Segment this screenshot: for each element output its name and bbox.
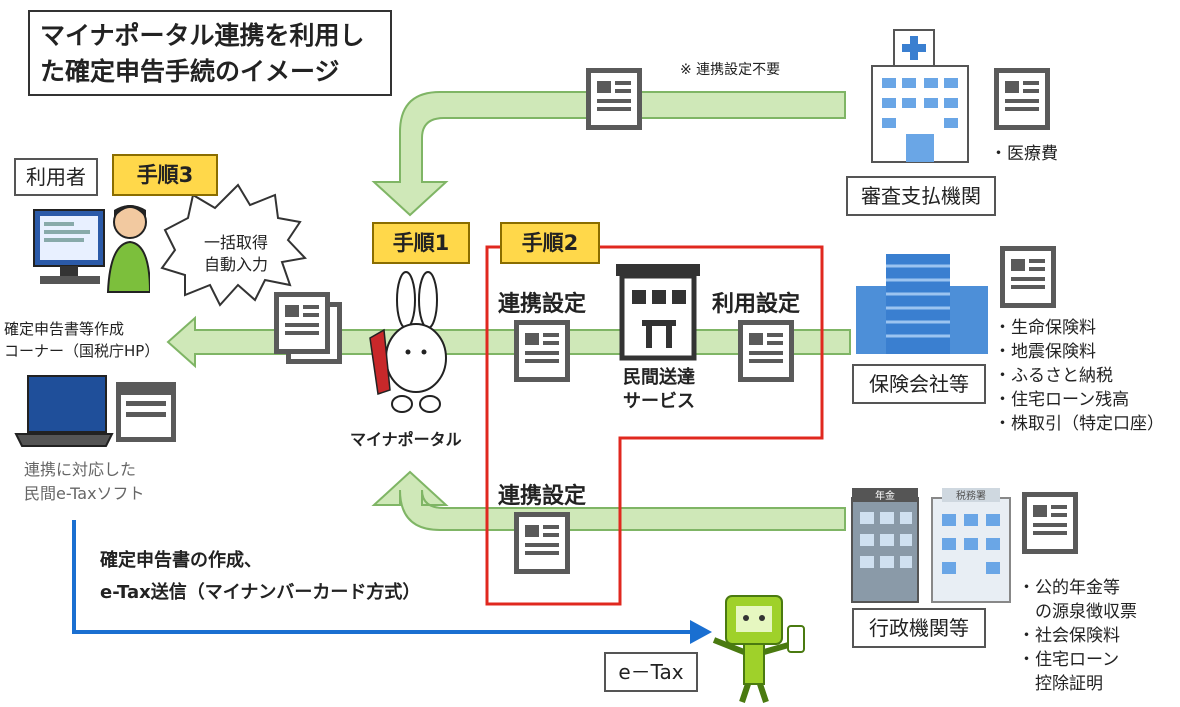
insurance-item: ・生命保険料 <box>994 318 1096 338</box>
insurance-items: ・生命保険料 ・地震保険料 ・ふるさと納税 ・住宅ローン残高 ・株取引（特定口座… <box>994 316 1164 436</box>
review-items: ・医療費 <box>990 142 1058 166</box>
hospital-icon <box>871 29 969 163</box>
review-org-label: 審査支払機関 <box>846 176 996 216</box>
filing-line-1: 確定申告書の作成、 <box>100 550 262 571</box>
arrow-bottom <box>371 470 846 531</box>
step2-badge: 手順2 <box>500 222 600 264</box>
service-line-2: サービス <box>623 391 695 412</box>
filing-line-2: e-Tax送信（マイナンバーカード方式） <box>100 582 421 603</box>
step2-red-box <box>485 245 824 606</box>
software-line-1: 連携に対応した <box>24 460 137 479</box>
user-at-computer-icon <box>33 205 150 293</box>
mynaportal-mascot-icon <box>369 271 447 413</box>
burst-text: 一括取得 自動入力 <box>196 232 276 276</box>
user-label: 利用者 <box>14 158 98 196</box>
document-icon-gov <box>1022 492 1078 554</box>
document-icon-top <box>586 68 642 130</box>
title-line-1: マイナポータル連携を利用し <box>40 21 365 50</box>
service-building-icon <box>616 264 700 361</box>
diagram-title: マイナポータル連携を利用し た確定申告手続のイメージ <box>28 10 392 96</box>
sign-pension: 年金 <box>875 489 895 502</box>
laptop-icon <box>14 375 114 447</box>
gov-item: の源泉徴収票 <box>1018 602 1137 622</box>
document-icon-step2 <box>514 320 570 382</box>
burst-shape <box>160 183 308 307</box>
document-icon-review <box>994 68 1050 130</box>
sign-tax-office: 税務署 <box>956 489 986 502</box>
corner-line-2: コーナー（国税庁HP） <box>4 342 160 360</box>
gov-item: ・公的年金等 <box>1018 578 1120 598</box>
review-item: ・医療費 <box>990 144 1058 164</box>
office-building-icon <box>856 254 988 354</box>
filing-text: 確定申告書の作成、 e-Tax送信（マイナンバーカード方式） <box>100 545 420 609</box>
use-setting-label: 利用設定 <box>712 292 801 317</box>
insurance-item: ・株取引（特定口座） <box>994 414 1164 434</box>
link-setting-label-1: 連携設定 <box>498 292 587 317</box>
step3-badge: 手順3 <box>112 154 218 196</box>
insurance-item: ・住宅ローン残高 <box>994 390 1130 410</box>
document-icon-use <box>738 320 794 382</box>
corner-label: 確定申告書等作成 コーナー（国税庁HP） <box>4 318 159 362</box>
document-icon <box>274 292 330 354</box>
burst-line-2: 自動入力 <box>203 255 268 274</box>
government-buildings-icon: 年金 税務署 <box>851 488 1011 603</box>
burst-line-1: 一括取得 <box>203 233 268 252</box>
note-unneeded: ※ 連携設定不要 <box>680 62 781 78</box>
service-line-1: 民間送達 <box>623 367 695 388</box>
filing-arrowhead <box>690 620 712 644</box>
software-line-2: 民間e-Taxソフト <box>24 484 145 503</box>
service-label: 民間送達 サービス <box>614 366 704 414</box>
portal-label: マイナポータル <box>350 430 462 449</box>
corner-line-1: 確定申告書等作成 <box>4 320 125 338</box>
step1-badge: 手順1 <box>372 222 470 264</box>
gov-label: 行政機関等 <box>852 608 986 648</box>
gov-item: ・住宅ローン <box>1018 650 1120 670</box>
insurance-item: ・地震保険料 <box>994 342 1096 362</box>
document-icon-insurance <box>1000 246 1056 308</box>
gov-items: ・公的年金等 の源泉徴収票 ・社会保険料 ・住宅ローン 控除証明 <box>1018 576 1137 696</box>
gov-item: ・社会保険料 <box>1018 626 1120 646</box>
document-icon-gov-link <box>514 512 570 574</box>
software-label: 連携に対応した 民間e-Taxソフト <box>24 458 145 506</box>
link-setting-label-2: 連携設定 <box>498 484 587 509</box>
filing-line <box>72 520 690 634</box>
insurance-item: ・ふるさと納税 <box>994 366 1113 386</box>
gov-item: 控除証明 <box>1018 674 1103 694</box>
insurance-label: 保険会社等 <box>852 364 986 404</box>
software-window-icon <box>116 382 176 442</box>
etax-mascot-icon <box>712 595 805 703</box>
etax-label: e－Tax <box>604 652 698 692</box>
title-line-2: た確定申告手続のイメージ <box>40 57 340 86</box>
